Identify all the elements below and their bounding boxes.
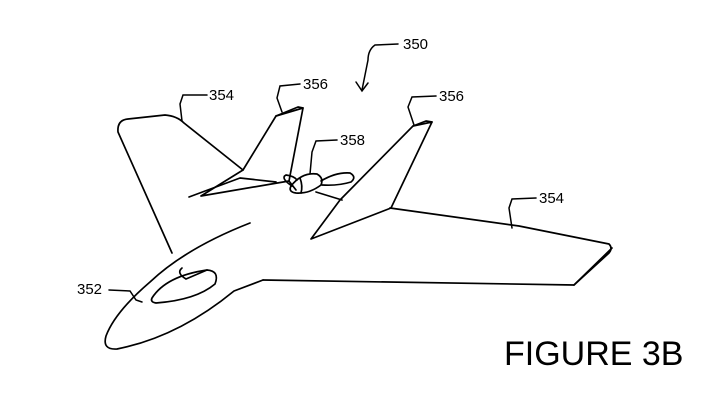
- leader-350: [361, 43, 399, 91]
- label-356-right: 356: [439, 88, 464, 105]
- canopy: [150, 269, 218, 304]
- right-wing: [262, 207, 612, 286]
- label-354-left: 354: [209, 87, 234, 104]
- right-fin-edge: [412, 120, 433, 127]
- label-354-right: 354: [539, 190, 564, 207]
- label-352: 352: [77, 281, 102, 298]
- right-fin: [310, 121, 433, 240]
- leader-354-right: [508, 197, 537, 229]
- right-wing-tip-edge: [573, 247, 613, 286]
- reference-numerals: 350 354 356 356 358 354 352: [77, 36, 564, 298]
- leader-354-left: [179, 94, 208, 122]
- leader-356-right: [407, 95, 437, 126]
- arrowhead-350: [355, 81, 369, 93]
- fuselage-outline: [104, 222, 264, 350]
- figure-caption: FIGURE 3B: [504, 335, 683, 373]
- left-fin: [200, 107, 304, 197]
- leader-352: [108, 289, 143, 303]
- left-wing: [117, 114, 244, 254]
- leader-lines: [108, 43, 537, 303]
- propeller: [283, 172, 355, 194]
- aircraft-drawing: [104, 106, 613, 350]
- label-350: 350: [403, 36, 428, 53]
- center-body: [288, 180, 343, 201]
- leader-356-left: [276, 83, 301, 113]
- leader-358: [309, 139, 338, 175]
- fuselage-upper-edge: [188, 177, 277, 198]
- canopy-frame: [178, 267, 208, 280]
- left-fin-edge: [275, 106, 304, 117]
- label-358: 358: [340, 132, 365, 149]
- label-356-left: 356: [303, 76, 328, 93]
